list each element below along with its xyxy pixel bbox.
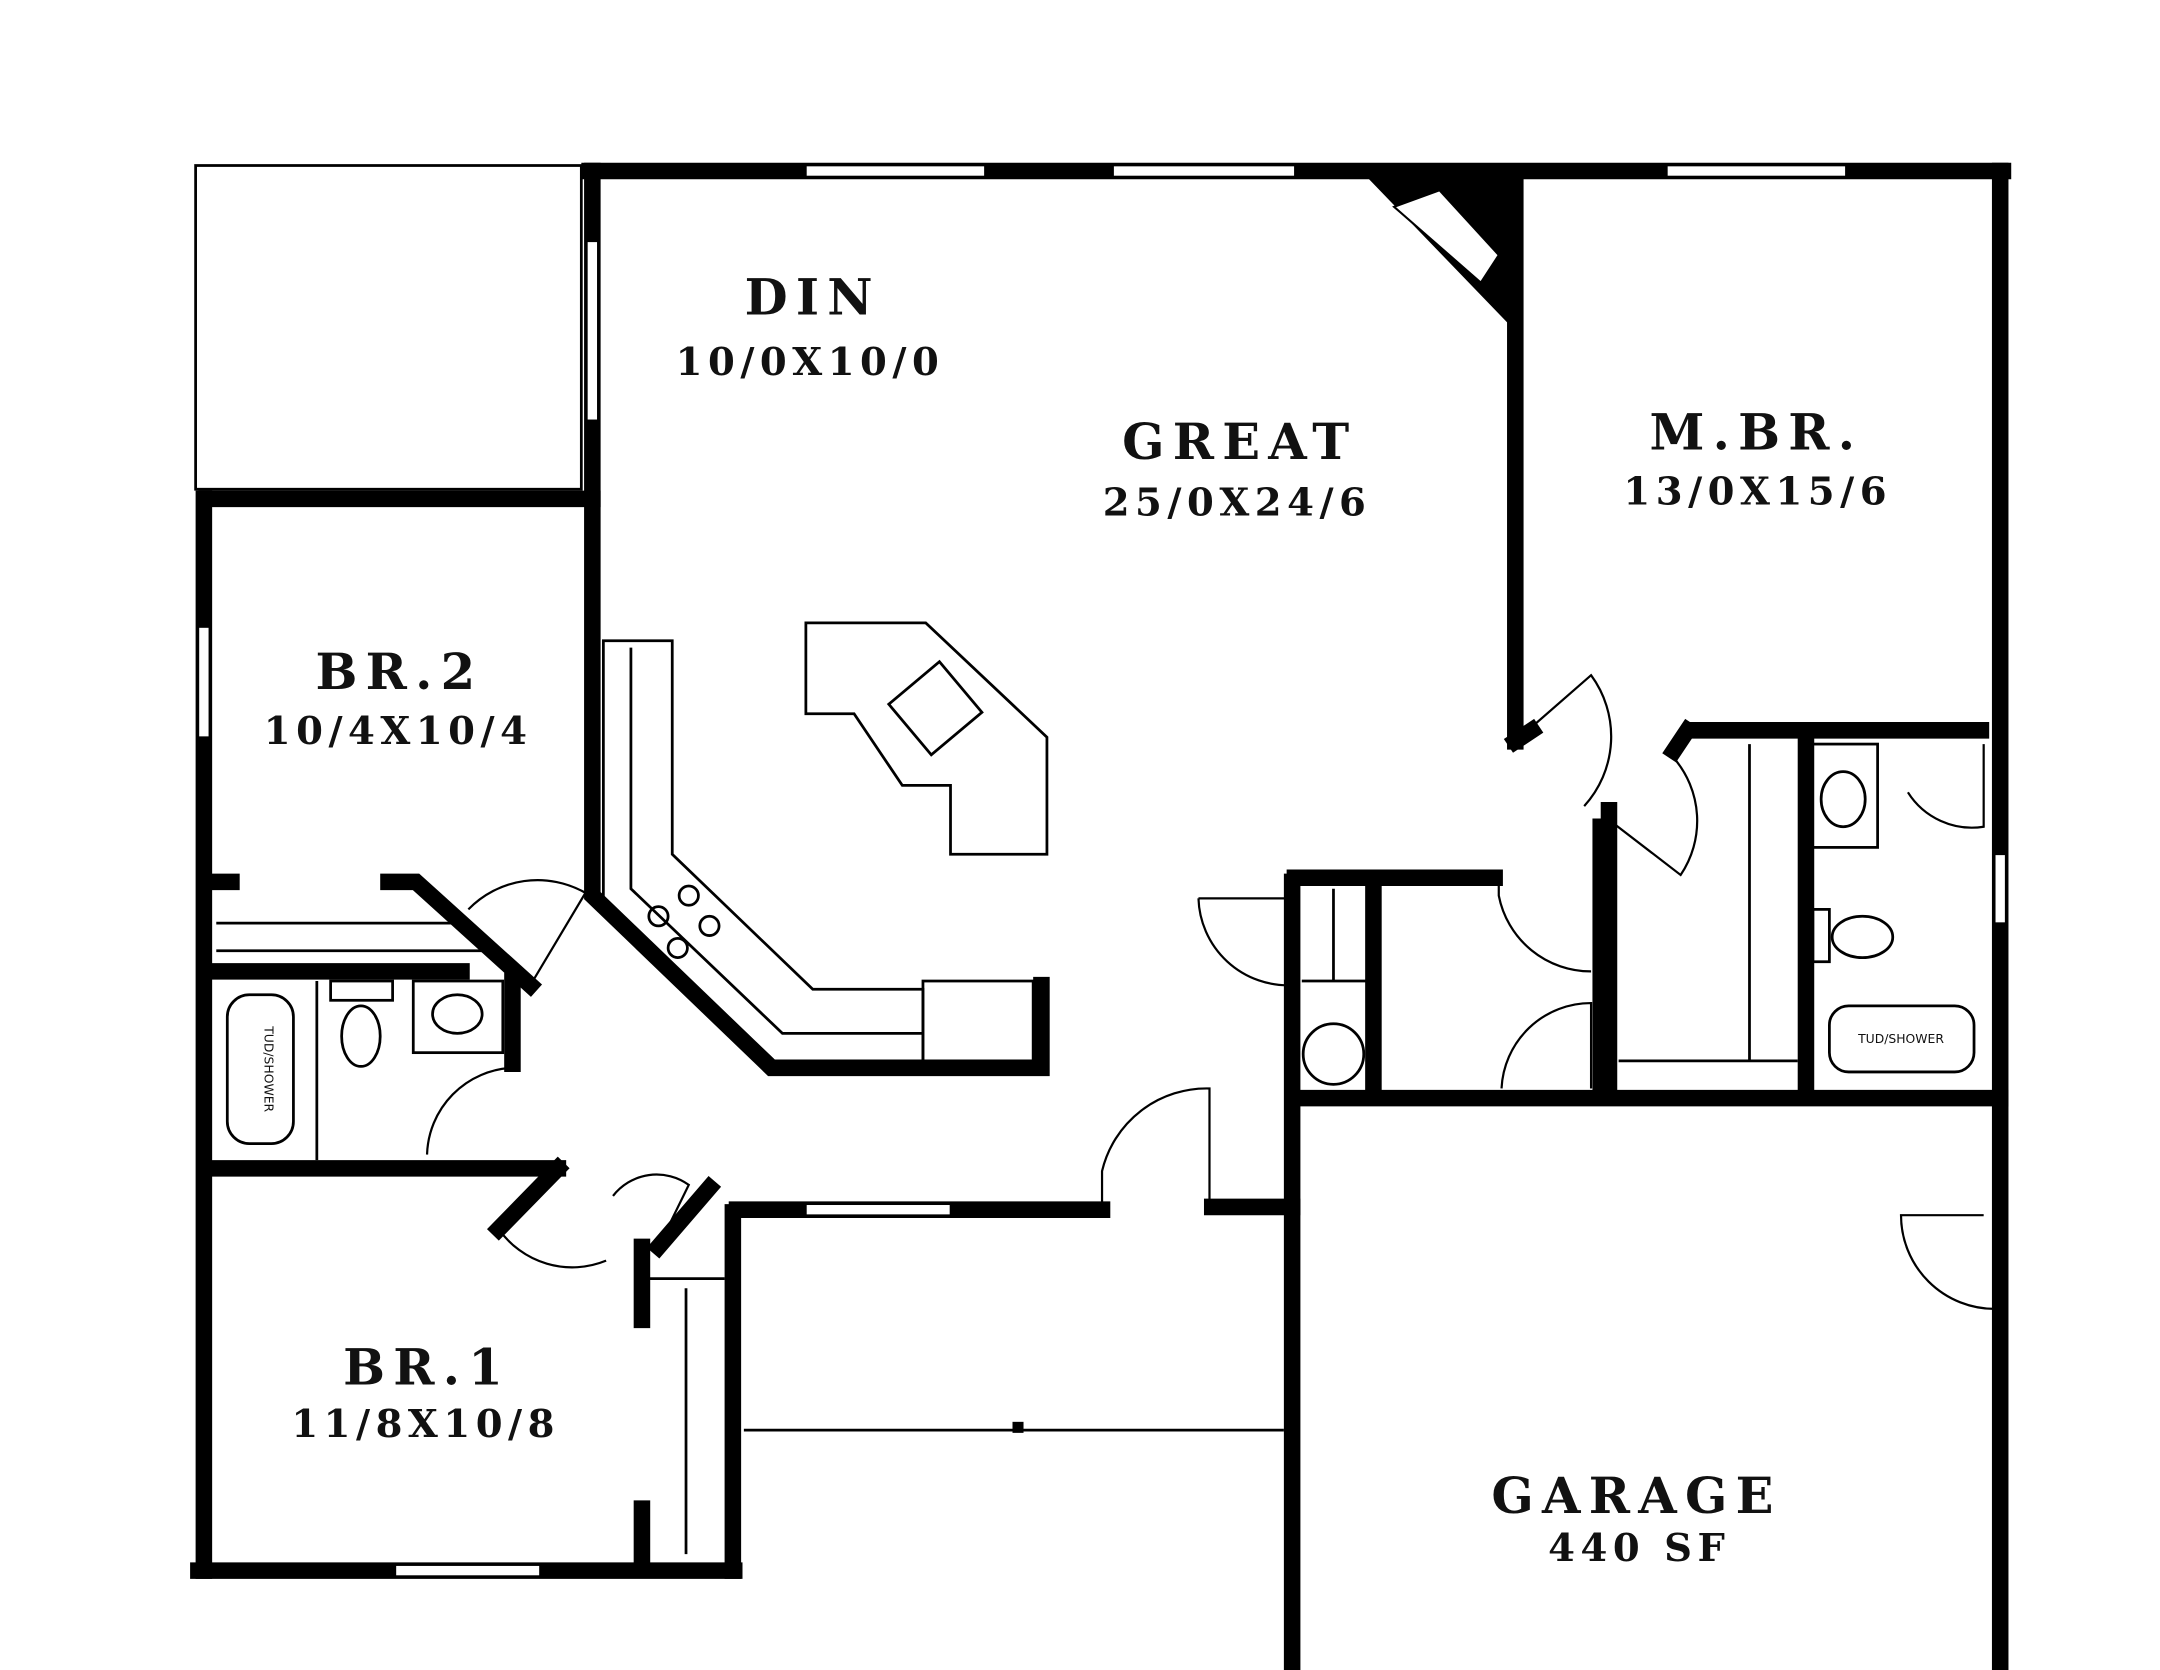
bath-fixtures: TUD/SHOWER TUD/SHOWER [216,742,1976,1555]
room-size-garage: 440 SF [1548,1526,1730,1571]
patio-outline [194,164,583,491]
room-size-din: 10/0X10/0 [676,340,945,385]
room-label-br2: BR.2 [316,642,484,701]
room-label-mbr: M.BR. [1649,402,1863,461]
kitchen-counters [601,621,1049,1063]
room-label-din: DIN [745,267,881,326]
tub-label-right: TUD/SHOWER [1857,1031,1944,1046]
room-size-br2: 10/4X10/4 [264,709,533,754]
fireplace-hearth [1392,189,1501,285]
windows [197,164,2007,1577]
room-size-great: 25/0X24/6 [1103,480,1372,525]
room-label-br1: BR.1 [343,1338,511,1397]
doors [425,673,1995,1310]
room-size-mbr: 13/0X15/6 [1623,469,1892,514]
room-label-garage: GARAGE [1491,1466,1781,1525]
room-label-great: GREAT [1122,412,1357,471]
tub-label-left: TUD/SHOWER [261,1025,276,1112]
room-size-br1: 11/8X10/8 [291,1402,560,1447]
